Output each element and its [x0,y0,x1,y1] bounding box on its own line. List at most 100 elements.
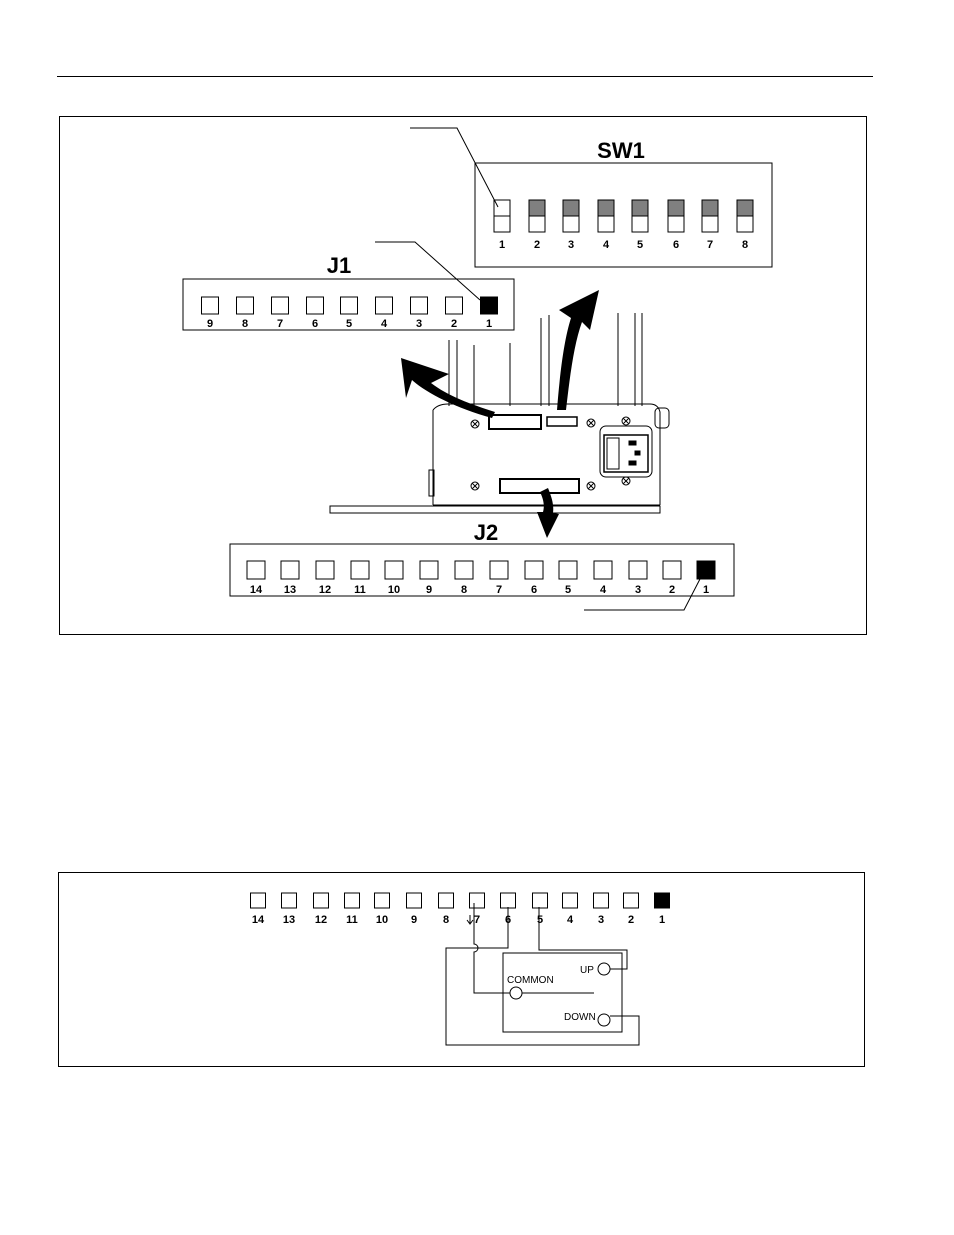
wiring-pin-label: 5 [537,914,543,926]
j2-pin-10 [385,561,403,579]
wiring-pin-label: 3 [598,914,604,926]
sw1-switch-label: 2 [534,239,540,251]
wiring-pin-label: 9 [411,914,417,926]
j1-pin-label: 9 [207,318,213,330]
j2-pin-13 [281,561,299,579]
wiring-pin-label: 2 [628,914,634,926]
wire-pin5-up [539,907,627,969]
up-terminal [598,963,610,975]
j2-pin-label: 2 [669,584,675,596]
j1-pin-2 [446,297,463,314]
arrow-to-j1 [401,358,495,418]
j2-pin-1 [697,561,715,579]
j1-pin-label: 1 [486,318,492,330]
j2-pin-label: 13 [284,584,296,596]
wiring-pin-label: 12 [315,914,327,926]
wiring-pin-label: 13 [283,914,295,926]
wiring-pin-8 [439,893,454,908]
j1-pin-label: 6 [312,318,318,330]
j1-cutout [489,415,541,429]
sw1-switch-label: 8 [742,239,748,251]
j2-pin-7 [490,561,508,579]
j1-block: J1 987654321 [183,253,514,330]
wiring-pin-12 [314,893,329,908]
j2-pin-label: 11 [354,584,366,596]
j2-title: J2 [474,520,498,545]
j2-pin-label: 5 [565,584,571,596]
j2-pin-label: 10 [388,584,400,596]
j1-pin-label: 4 [381,318,388,330]
common-label: COMMON [507,975,554,986]
sw1-switch-label: 4 [603,239,610,251]
j2-pin-label: 14 [250,584,263,596]
sw1-title: SW1 [597,138,645,163]
j1-pin-9 [202,297,219,314]
wiring-pin-2 [624,893,639,908]
wiring-pin-label: 4 [567,914,574,926]
sw1-actuator [632,200,648,216]
common-terminal [510,987,522,999]
wiring-pin-row: 1413121110987654321 [251,893,670,926]
j2-block: J2 1413121110987654321 [230,520,734,596]
sw1-switch-label: 3 [568,239,574,251]
sw1-switch-label: 7 [707,239,713,251]
wiring-pin-label: 1 [659,914,665,926]
j2-pin-9 [420,561,438,579]
wiring-pin-label: 7 [474,914,480,926]
wiring-pin-9 [407,893,422,908]
j2-pin-label: 1 [703,584,709,596]
j1-pin-1 [481,297,498,314]
device-base-plate [330,506,660,513]
j2-pin-label: 7 [496,584,502,596]
j2-pin-label: 12 [319,584,331,596]
sw1-actuator [563,200,579,216]
j2-cutout [500,479,579,493]
j1-pin-5 [341,297,358,314]
j2-pin-5 [559,561,577,579]
sw1-cutout [547,417,577,426]
wiring-pin-1 [655,893,670,908]
j2-pin-6 [525,561,543,579]
j2-pin-14 [247,561,265,579]
sw1-switch-label: 1 [499,239,505,251]
sw1-actuator [737,200,753,216]
wiring-pin-3 [594,893,609,908]
wiring-pin-10 [375,893,390,908]
device-rear-panel [330,313,669,513]
j2-pin-label: 4 [600,584,607,596]
wiring-pin-label: 11 [346,914,358,926]
j2-pin-label: 8 [461,584,467,596]
j1-pin-label: 7 [277,318,283,330]
j1-pin-label: 8 [242,318,248,330]
sw1-actuator [668,200,684,216]
wiring-pin-label: 8 [443,914,449,926]
j1-pin-label: 2 [451,318,457,330]
j1-title: J1 [327,253,351,278]
down-label: DOWN [564,1012,596,1023]
j1-pin-4 [376,297,393,314]
j2-pin-4 [594,561,612,579]
sw1-actuator [494,200,510,216]
wiring-pin-6 [501,893,516,908]
j2-pin-2 [663,561,681,579]
j1-pin-label: 5 [346,318,352,330]
down-terminal [598,1014,610,1026]
wiring-pin-5 [533,893,548,908]
power-inlet [600,426,652,477]
wiring-pin-11 [345,893,360,908]
j1-pin-8 [237,297,254,314]
j2-pin-label: 3 [635,584,641,596]
j2-pin-11 [351,561,369,579]
sw1-actuator [598,200,614,216]
j1-pin-6 [307,297,324,314]
sw1-actuator [529,200,545,216]
wiring-pin-label: 10 [376,914,388,926]
j2-pin-8 [455,561,473,579]
arrow-to-sw1 [557,290,599,410]
sw1-switch-label: 5 [637,239,643,251]
j2-pin-label: 6 [531,584,537,596]
j1-pin-7 [272,297,289,314]
